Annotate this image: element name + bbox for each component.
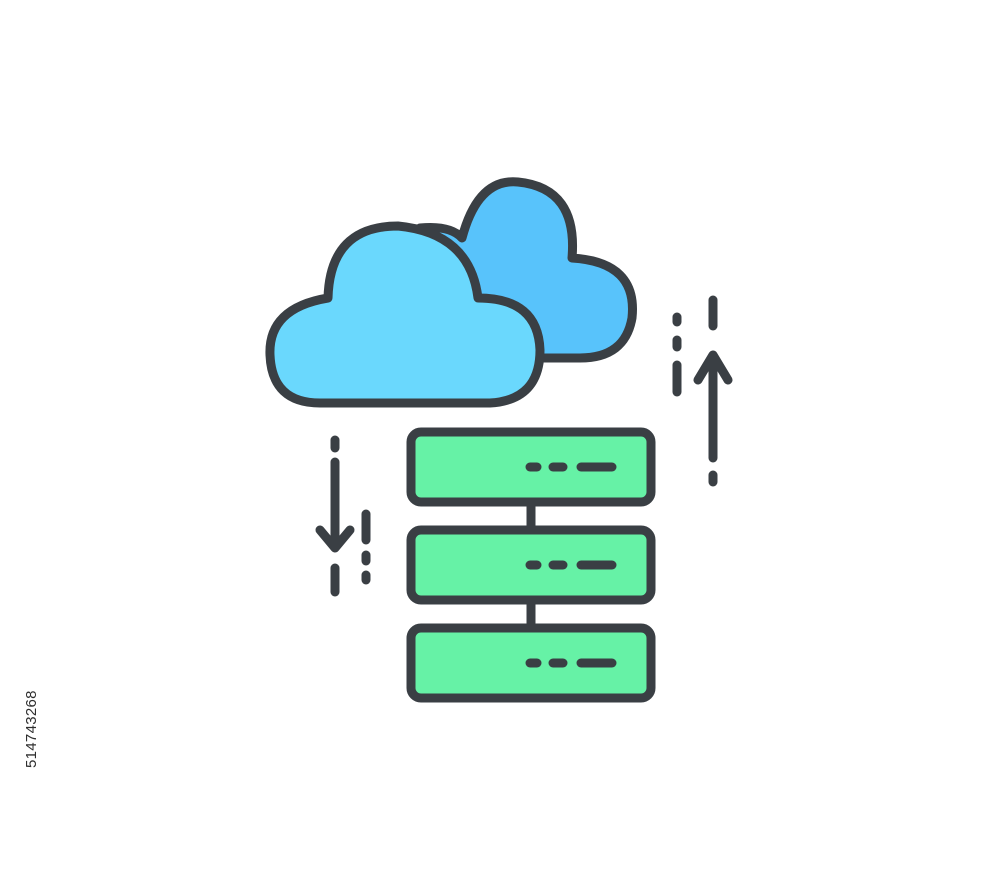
upload-arrow-icon <box>672 295 733 487</box>
server-rack-icon <box>406 427 656 703</box>
cloud-front-icon <box>265 221 545 408</box>
server-indicator-lights <box>525 462 617 668</box>
stock-image-id: 514743268 <box>23 690 40 768</box>
download-arrow-icon <box>315 435 371 597</box>
